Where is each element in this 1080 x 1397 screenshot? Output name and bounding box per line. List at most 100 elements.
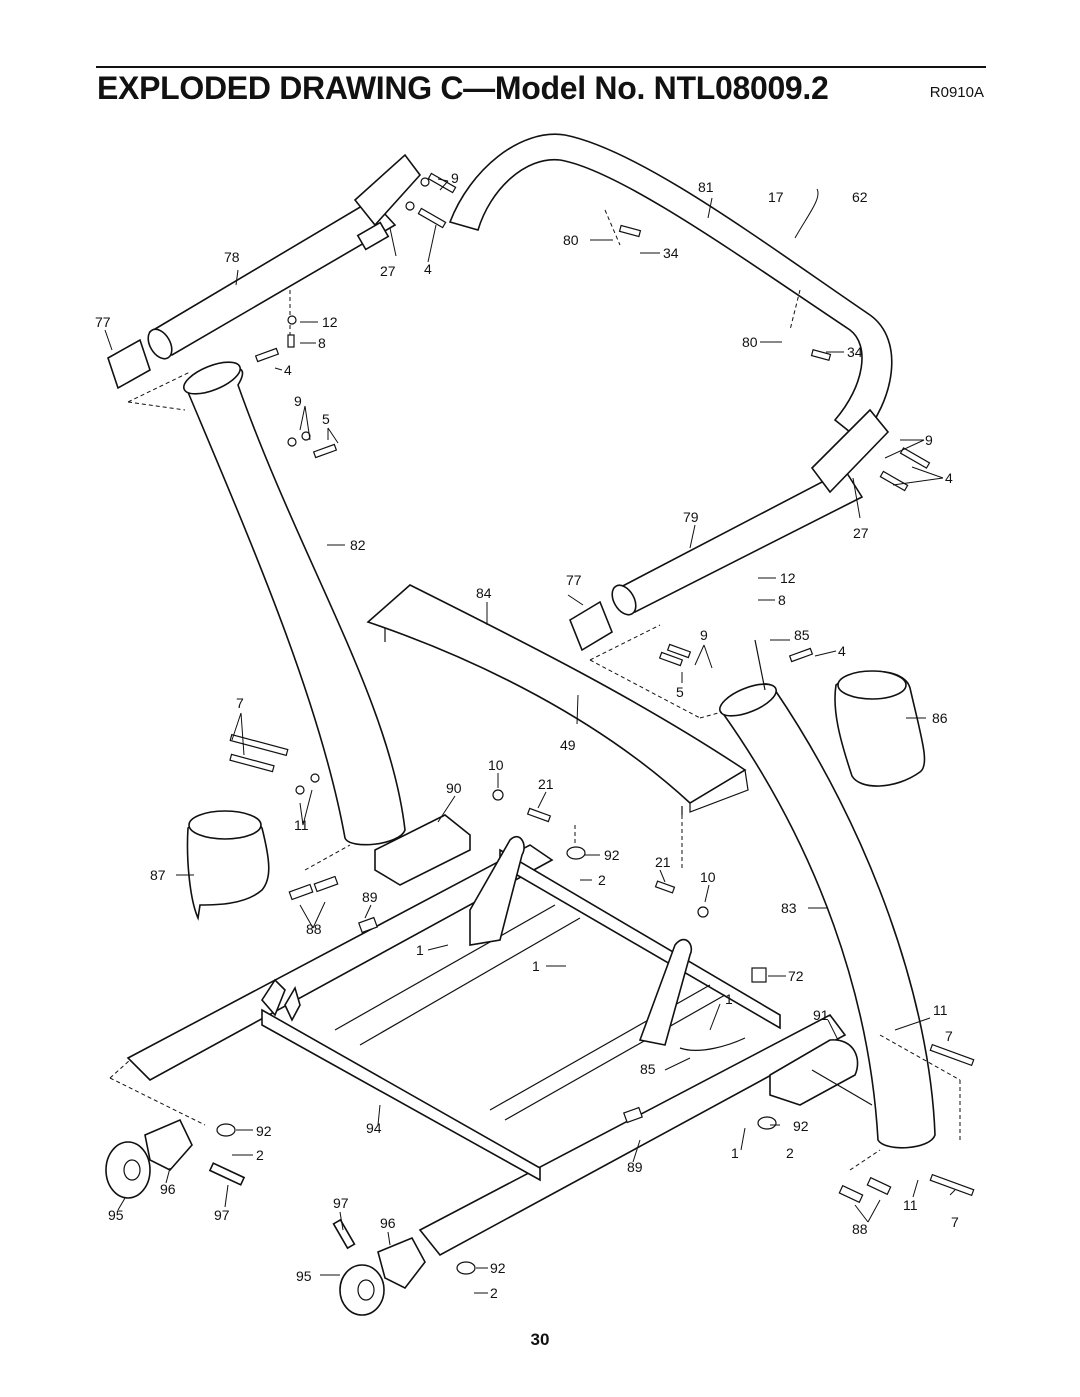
- part-77-endcap-right: [569, 600, 613, 652]
- callout-2d: 2: [490, 1285, 498, 1301]
- callout-5b: 5: [676, 684, 684, 700]
- callout-88: 88: [306, 921, 322, 937]
- part-94-right-support: [638, 938, 693, 1046]
- part-83-top-opening: [719, 683, 777, 717]
- callout-17: 17: [768, 189, 784, 205]
- callout-80: 80: [563, 232, 579, 248]
- callout-96: 96: [160, 1181, 176, 1197]
- callout-4d: 4: [838, 643, 846, 659]
- page-number: 30: [530, 1330, 550, 1349]
- part-91-bracket: [769, 1039, 859, 1106]
- callout-12b: 12: [780, 570, 796, 586]
- callout-77: 77: [95, 314, 111, 330]
- callout-92b: 92: [793, 1118, 809, 1134]
- part-96-wheel-bracket-left: [144, 1118, 193, 1171]
- callout-87: 87: [150, 867, 166, 883]
- callout-8: 8: [318, 335, 326, 351]
- part-95-wheel-left: [105, 1141, 151, 1199]
- callout-10b: 10: [700, 869, 716, 885]
- callout-72: 72: [788, 968, 804, 984]
- part-96-wheel-bracket-right: [377, 1236, 426, 1290]
- callout-78: 78: [224, 249, 240, 265]
- callout-7b: 7: [945, 1028, 953, 1044]
- page-title: EXPLODED DRAWING C—Model No. NTL08009.2: [97, 70, 829, 106]
- callout-7c: 7: [951, 1214, 959, 1230]
- callout-1b: 1: [532, 958, 540, 974]
- callout-9b: 9: [294, 393, 302, 409]
- callout-1c: 1: [725, 991, 733, 1007]
- callout-11b: 11: [933, 1002, 948, 1018]
- callout-86: 86: [932, 710, 948, 726]
- callout-9d: 9: [700, 627, 708, 643]
- callout-83: 83: [781, 900, 797, 916]
- callout-90: 90: [446, 780, 462, 796]
- callout-8b: 8: [778, 592, 786, 608]
- callout-27b: 27: [853, 525, 869, 541]
- part-95-wheel-right: [339, 1264, 385, 1316]
- callout-49: 49: [560, 737, 576, 753]
- header-rule: [96, 66, 986, 68]
- callout-1d: 1: [731, 1145, 739, 1161]
- callout-2c: 2: [786, 1145, 794, 1161]
- callout-84: 84: [476, 585, 492, 601]
- callout-5: 5: [322, 411, 330, 427]
- part-82-left-upright: [183, 367, 406, 846]
- part-79-right-handrail: [613, 468, 864, 613]
- callout-88b: 88: [852, 1221, 868, 1237]
- callout-80b: 80: [742, 334, 758, 350]
- callout-92c: 92: [256, 1123, 272, 1139]
- callout-95: 95: [108, 1207, 124, 1223]
- part-85-wire: [679, 639, 873, 1106]
- part-94-left-support: [469, 835, 525, 946]
- callout-4c: 4: [945, 470, 953, 486]
- part-79-bracket: [810, 408, 890, 494]
- callout-92: 92: [604, 847, 620, 863]
- callout-34b: 34: [847, 344, 863, 360]
- callout-2: 2: [598, 872, 606, 888]
- part-77-endcap-left: [107, 338, 151, 390]
- callout-10: 10: [488, 757, 504, 773]
- callout-85: 85: [794, 627, 810, 643]
- part-97-axle-right: [332, 1218, 356, 1250]
- callout-labels: 9 81 17 62 80 34 78 27 4 77 12 8 4 9 5 8…: [95, 170, 959, 1301]
- part-97-axle-left: [208, 1162, 246, 1186]
- callout-27: 27: [380, 263, 396, 279]
- callout-12: 12: [322, 314, 338, 330]
- callout-91: 91: [813, 1007, 829, 1023]
- callout-79: 79: [683, 509, 699, 525]
- callout-4b: 4: [284, 362, 292, 378]
- part-82-top-opening: [183, 361, 241, 395]
- callout-95b: 95: [296, 1268, 312, 1284]
- part-81-upper-crossbar: [448, 133, 893, 442]
- callout-97b: 97: [333, 1195, 349, 1211]
- callout-9c: 9: [925, 432, 933, 448]
- callout-89b: 89: [627, 1159, 643, 1175]
- part-94-base-frame-right-rail: [418, 1013, 847, 1257]
- callout-81: 81: [698, 179, 714, 195]
- callout-7: 7: [236, 695, 244, 711]
- drawing-code: R0910A: [929, 84, 984, 101]
- part-78-bracket: [353, 153, 422, 227]
- callout-77b: 77: [566, 572, 582, 588]
- callout-4: 4: [424, 261, 432, 277]
- part-92-feet: [216, 846, 777, 1275]
- callout-34: 34: [663, 245, 679, 261]
- callout-97: 97: [214, 1207, 230, 1223]
- callout-94: 94: [366, 1120, 382, 1136]
- callout-82: 82: [350, 537, 366, 553]
- part-94-front-crossmember: [499, 848, 781, 1030]
- part-90-bracket: [374, 814, 471, 886]
- callout-85b: 85: [640, 1061, 656, 1077]
- callout-11: 11: [294, 817, 309, 833]
- leader-lines: [104, 178, 956, 1294]
- part-94-base-frame-left-rail: [126, 844, 554, 1081]
- part-84-panel: [366, 584, 747, 804]
- construction-lines: [109, 209, 961, 1171]
- callout-62: 62: [852, 189, 868, 205]
- callout-96b: 96: [380, 1215, 396, 1231]
- callout-11c: 11: [903, 1197, 918, 1213]
- callout-9: 9: [451, 170, 459, 186]
- callout-21b: 21: [655, 854, 671, 870]
- hardware: [229, 172, 975, 1204]
